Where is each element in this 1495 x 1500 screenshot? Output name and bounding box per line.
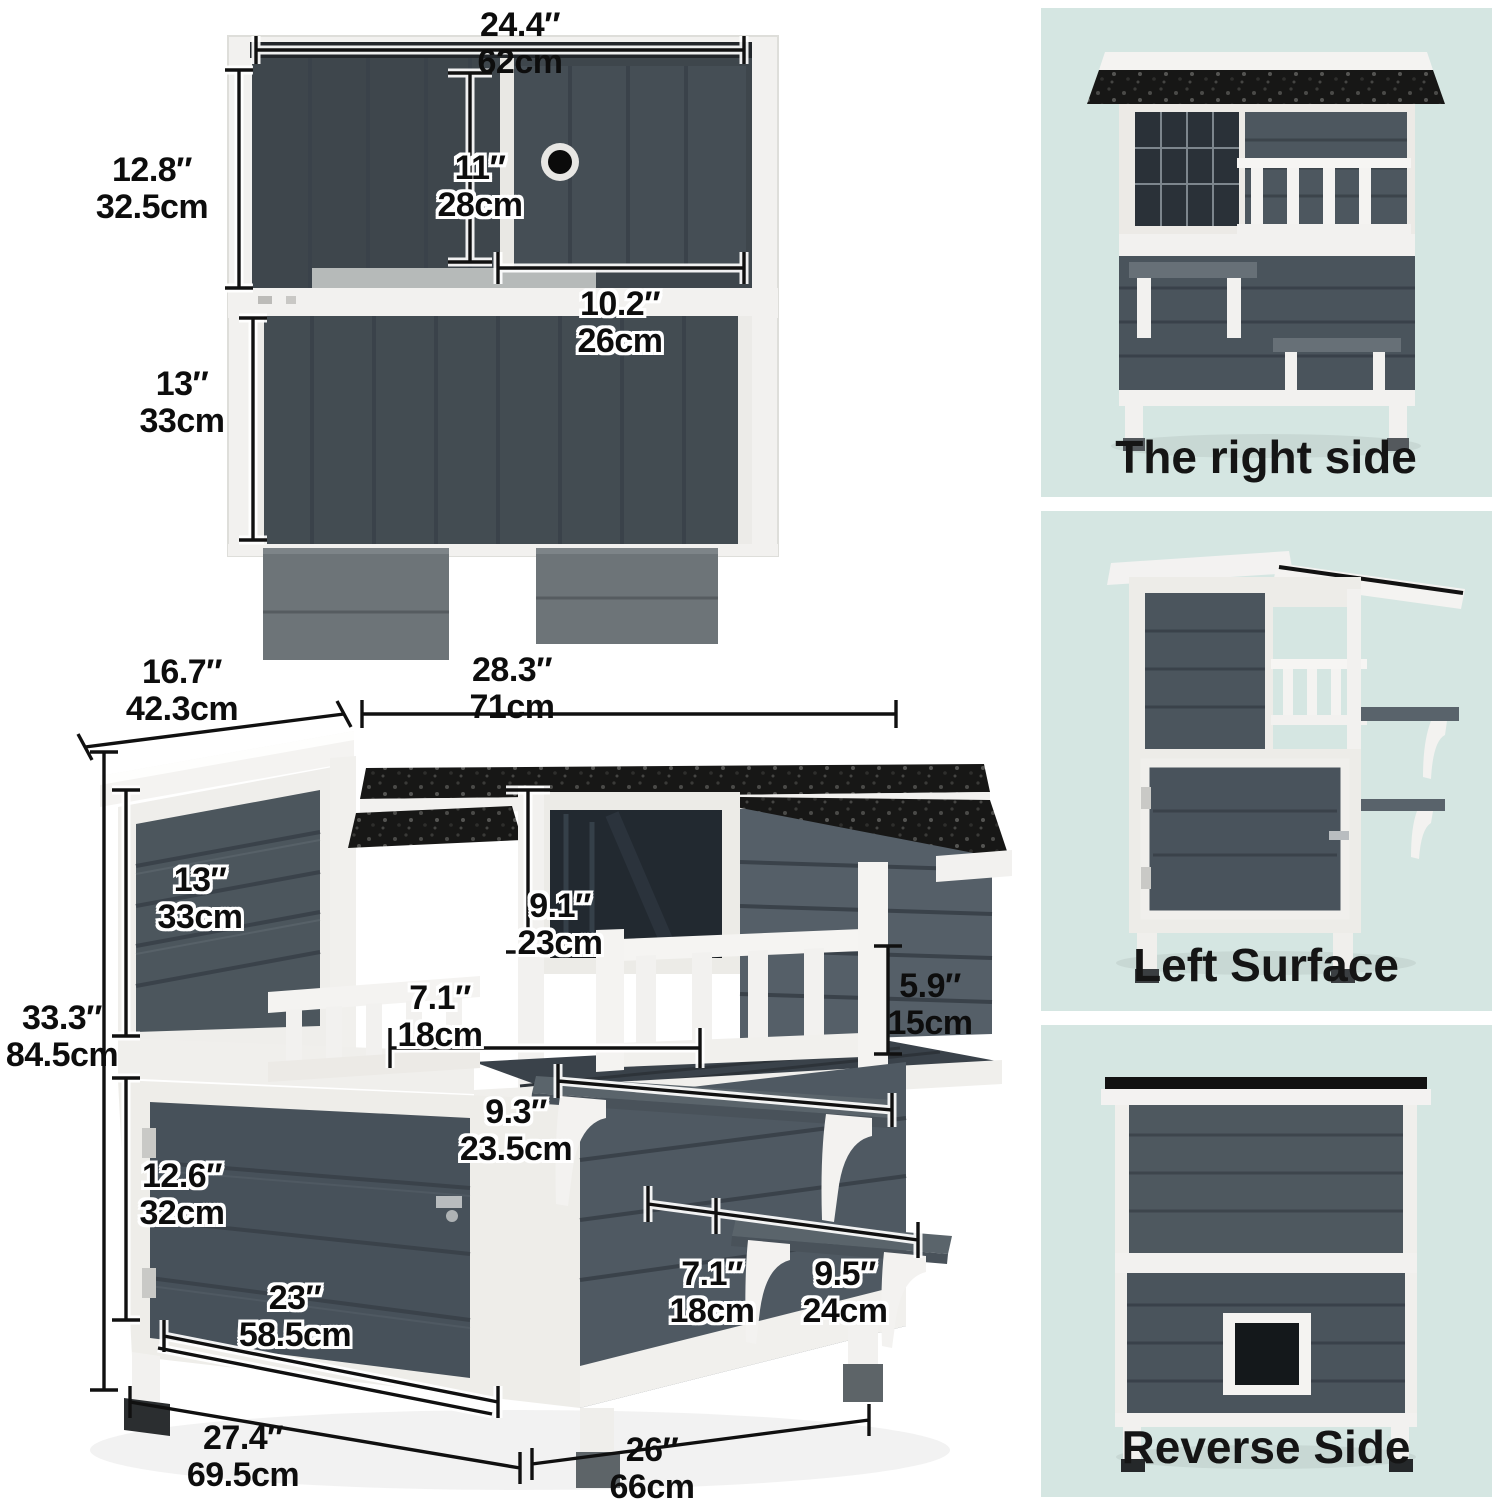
dim-main-door-height: 9.1″23cm — [517, 887, 603, 962]
reverse-side-view-art — [1101, 1077, 1431, 1472]
panel-left-surface — [1041, 511, 1492, 1011]
main-view — [76, 700, 1012, 1490]
dim-main-upper-height: 13″33cm — [157, 861, 243, 936]
dim-main-shelf-offset: 7.1″18cm — [669, 1255, 755, 1330]
dim-main-width: 28.3″71cm — [469, 651, 555, 726]
dim-top-inner-height: 11″28cm — [437, 149, 523, 224]
panel-caption-right-side: The right side — [1115, 431, 1417, 483]
panel-caption-left-surface: Left Surface — [1133, 939, 1399, 991]
dim-top-width: 24.4″62cm — [477, 6, 563, 81]
dim-main-door-width: 7.1″18cm — [397, 979, 483, 1054]
left-balcony-railing — [268, 976, 480, 1082]
panel-right-side — [1041, 8, 1492, 497]
top-view-legs — [263, 548, 718, 660]
dim-main-lower-door-height: 12.6″32cm — [139, 1157, 225, 1232]
top-view — [225, 35, 779, 660]
dim-top-lower-height: 13″33cm — [139, 365, 225, 440]
porch-railing — [596, 928, 886, 1072]
lower-door — [118, 1080, 580, 1408]
dim-main-mid-shelf: 9.3″23.5cm — [459, 1093, 573, 1168]
dim-top-upper-height: 12.8″32.5cm — [95, 151, 209, 226]
dim-main-depth: 16.7″42.3cm — [125, 653, 239, 728]
dim-main-base-width: 26″66cm — [609, 1431, 695, 1500]
dim-main-base-depth: 27.4″69.5cm — [186, 1419, 300, 1494]
dim-top-opening-width: 10.2″26cm — [577, 285, 663, 360]
right-side-view-art — [1087, 52, 1445, 458]
dim-main-side-shelf: 9.5″24cm — [802, 1255, 888, 1330]
dim-main-total-height: 33.3″84.5cm — [5, 999, 119, 1074]
panel-reverse-side — [1041, 1025, 1492, 1497]
diagram-artwork — [76, 35, 1012, 1490]
dim-main-railing-height: 5.9″15cm — [887, 967, 973, 1042]
left-surface-view-art — [1107, 551, 1465, 983]
dim-main-lower-door-width: 23″58.5cm — [238, 1279, 352, 1354]
panel-caption-reverse-side: Reverse Side — [1121, 1421, 1411, 1473]
upper-left-tower — [100, 731, 356, 1052]
main-view-dimension-lines — [76, 700, 923, 1484]
top-view-dimension-lines — [225, 36, 749, 545]
legs — [124, 1326, 883, 1488]
